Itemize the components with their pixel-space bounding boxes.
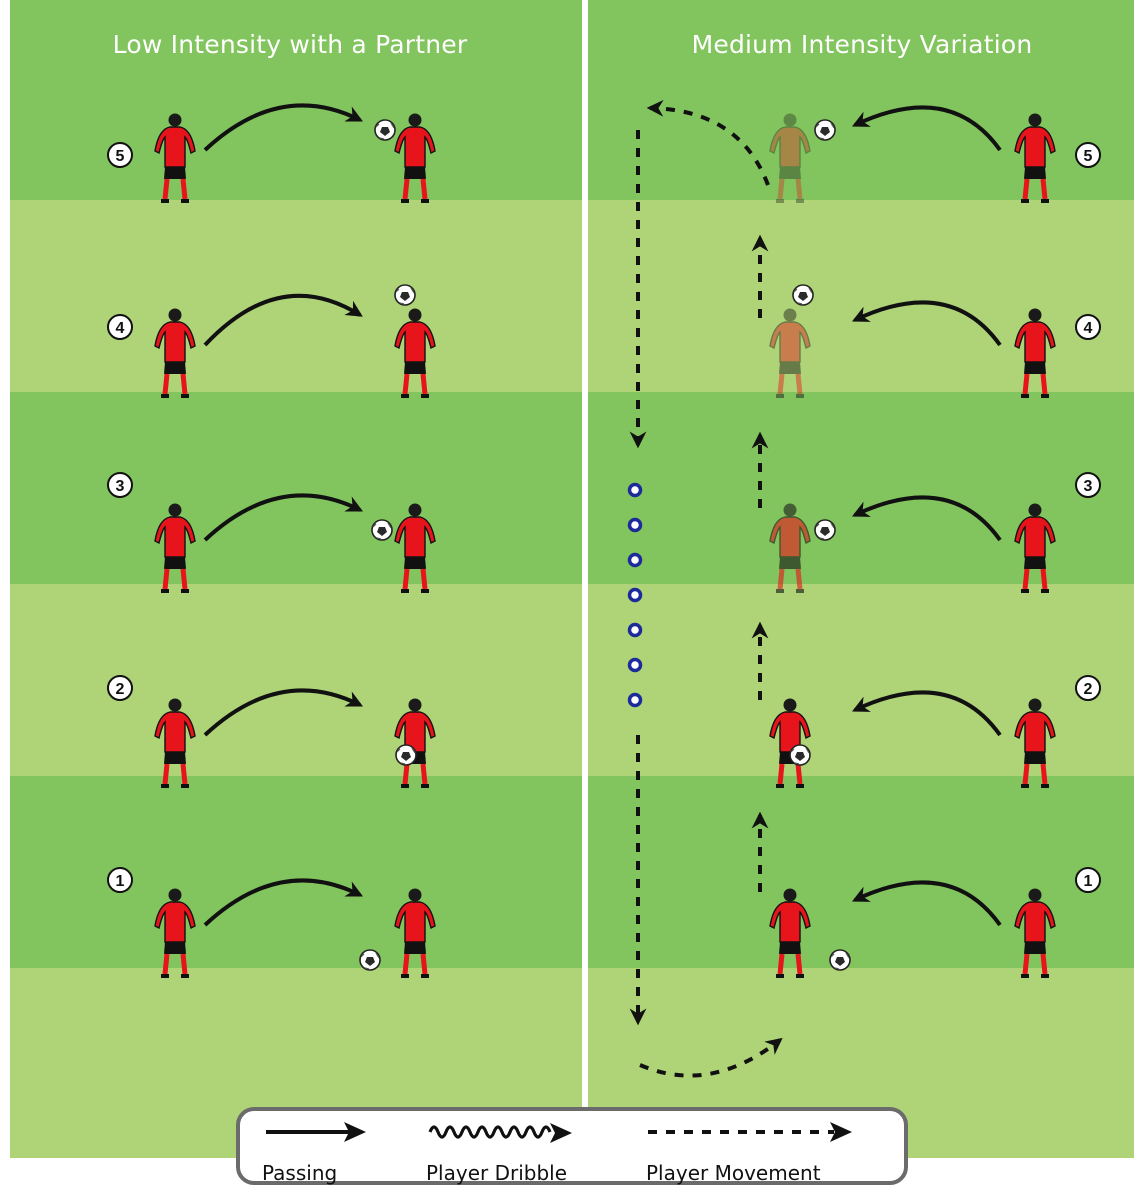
pass-arrow	[203, 493, 364, 542]
cone-line	[627, 482, 643, 708]
row-number: 2	[1084, 681, 1093, 698]
row-number: 2	[116, 681, 125, 698]
left-panel-title: Low Intensity with a Partner	[112, 30, 468, 59]
cone	[627, 587, 643, 603]
row-number: 1	[1084, 873, 1093, 890]
legend-passing-label: Passing	[262, 1161, 338, 1185]
row-number-badge: 3	[1075, 472, 1101, 498]
row-number: 4	[116, 320, 125, 337]
row-number: 1	[116, 873, 125, 890]
cone	[627, 692, 643, 708]
legend-movement: Player Movement	[644, 1119, 864, 1185]
row-number: 3	[1084, 478, 1093, 495]
grass-band	[10, 392, 1134, 584]
row-number-badge: 3	[107, 472, 133, 498]
soccer-ball	[789, 744, 811, 766]
field-divider	[582, 0, 588, 1110]
legend-dribble: Player Dribble	[426, 1119, 586, 1185]
soccer-ball	[814, 519, 836, 541]
cone	[627, 517, 643, 533]
grass-band	[10, 200, 1134, 392]
soccer-ball	[814, 119, 836, 141]
pass-arrow	[203, 688, 364, 737]
pass-arrow	[203, 878, 364, 927]
pass-arrow	[851, 495, 1002, 542]
grass-band	[10, 584, 1134, 776]
pass-arrow	[203, 103, 364, 152]
row-number-badge: 1	[107, 867, 133, 893]
row-number: 3	[116, 478, 125, 495]
movement-arrow-icon	[648, 1122, 852, 1142]
row-number-badge: 2	[1075, 675, 1101, 701]
soccer-ball	[395, 744, 417, 766]
grass-band	[10, 776, 1134, 968]
soccer-ball	[394, 284, 416, 306]
right-panel-title: Medium Intensity Variation	[691, 30, 1033, 59]
soccer-ball	[792, 284, 814, 306]
legend-passing: Passing	[262, 1119, 372, 1185]
row-number-badge: 5	[107, 142, 133, 168]
cone	[627, 657, 643, 673]
soccer-ball	[374, 119, 396, 141]
row-number-badge: 2	[107, 675, 133, 701]
pass-arrow	[851, 105, 1002, 152]
cone	[627, 482, 643, 498]
row-number-badge: 1	[1075, 867, 1101, 893]
row-number-badge: 4	[1075, 314, 1101, 340]
pass-arrow	[851, 880, 1002, 927]
pass-arrow	[203, 293, 363, 347]
row-number-badge: 4	[107, 314, 133, 340]
cone	[627, 622, 643, 638]
row-number-badge: 5	[1075, 142, 1101, 168]
passing-arrow-icon	[266, 1122, 366, 1142]
movement-paths	[629, 99, 783, 1078]
row-number: 5	[1084, 148, 1093, 165]
row-number: 5	[116, 148, 125, 165]
movement-arrow	[639, 1037, 783, 1078]
row-number: 4	[1084, 320, 1093, 337]
legend-dribble-label: Player Dribble	[426, 1161, 568, 1185]
cone	[627, 552, 643, 568]
legend-movement-label: Player Movement	[646, 1161, 821, 1185]
pass-arrow	[851, 300, 1002, 347]
dribble-arrow-icon	[428, 1123, 572, 1143]
legend-box: Passing Player Dribble Player Movement	[236, 1107, 908, 1185]
movement-arrow	[646, 99, 770, 186]
soccer-ball	[359, 949, 381, 971]
grass-band	[10, 0, 1134, 200]
soccer-ball	[829, 949, 851, 971]
pass-arrow	[851, 690, 1002, 737]
soccer-ball	[371, 519, 393, 541]
